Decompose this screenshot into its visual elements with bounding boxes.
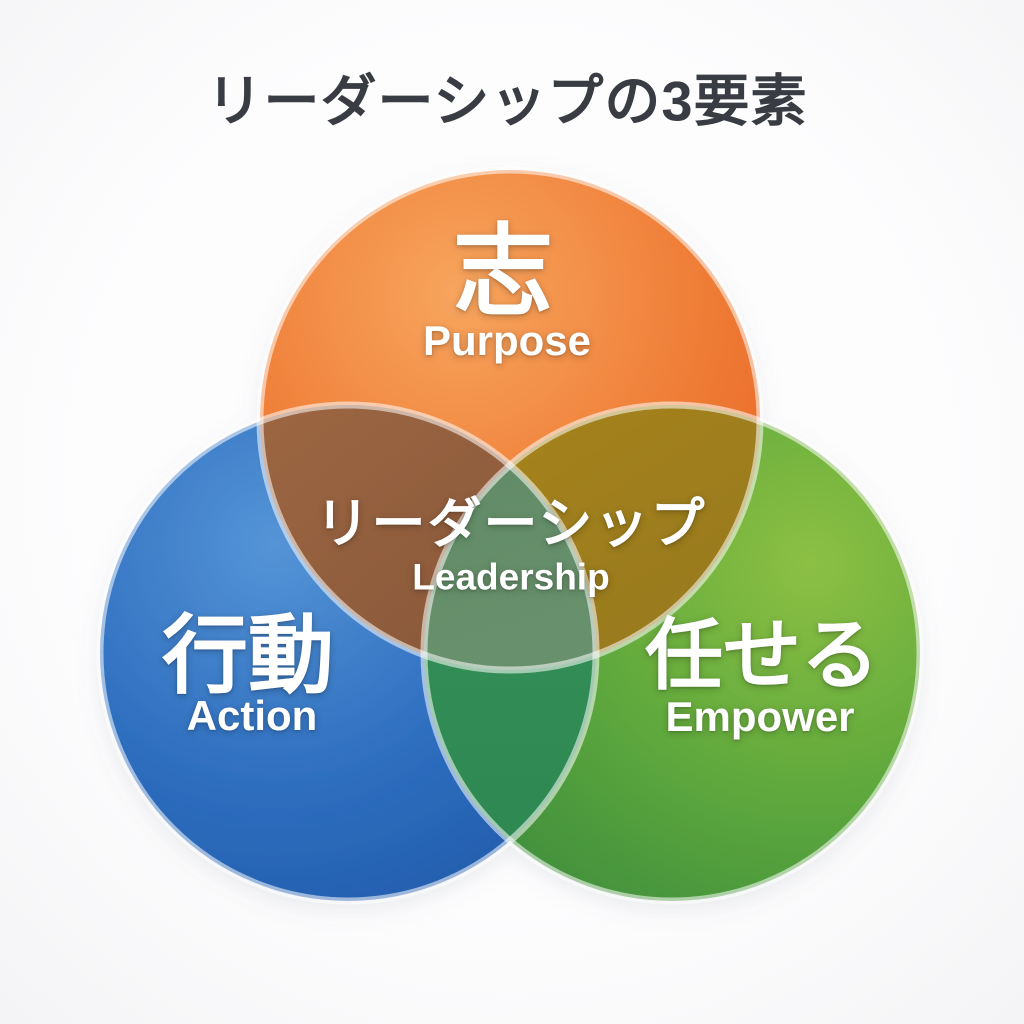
action-label-en: Action xyxy=(186,692,318,739)
empower-label-ja: 任せる xyxy=(644,611,880,699)
purpose-label-en: Purpose xyxy=(422,317,592,364)
purpose-label-ja: 志 xyxy=(453,216,553,328)
center-overlap-region xyxy=(424,405,596,670)
leadership-label-en: Leadership xyxy=(412,556,610,598)
diagram-title: リーダーシップの3要素 xyxy=(206,69,808,133)
empower-label-en: Empower xyxy=(665,693,855,740)
leadership-label-ja: リーダーシップ xyxy=(315,494,707,554)
circle-rims xyxy=(96,166,924,905)
action-label-ja: 行動 xyxy=(162,608,334,704)
